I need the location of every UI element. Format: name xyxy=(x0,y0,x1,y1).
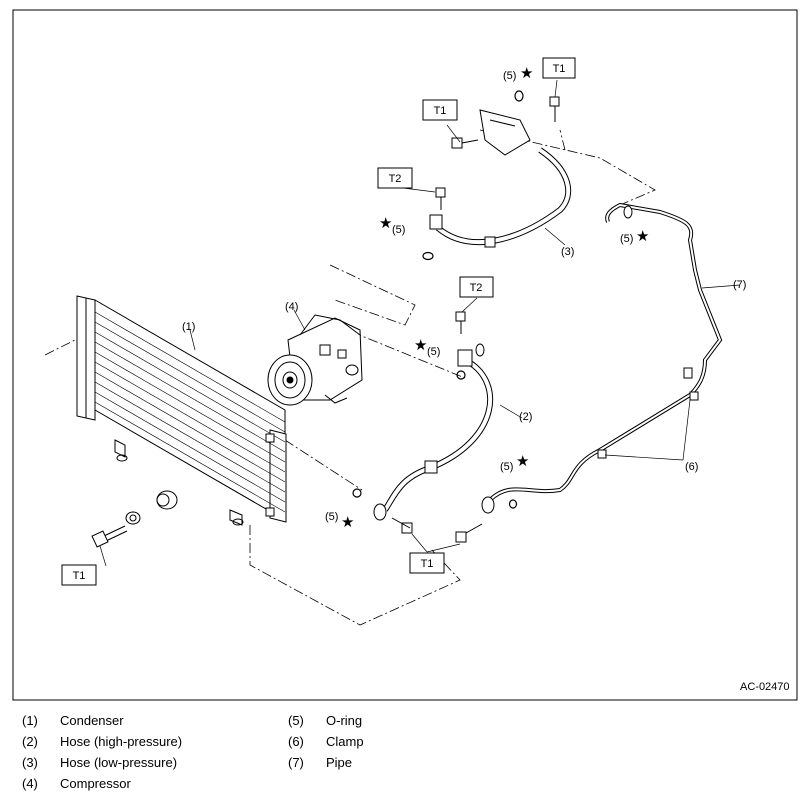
legend-item: (5) O-ring xyxy=(288,712,362,730)
legend-number: (7) xyxy=(288,755,304,770)
clamps xyxy=(597,367,699,459)
legend-item: (1) Condenser xyxy=(22,712,124,730)
star-icon: ★ xyxy=(379,214,392,232)
callout-5-top: (5) xyxy=(503,70,516,82)
tag-t1-condenser: T1 xyxy=(73,570,86,582)
legend-number: (3) xyxy=(22,755,38,770)
tag-t1-top-left: T1 xyxy=(434,105,447,117)
compressor xyxy=(267,314,363,406)
legend-number: (5) xyxy=(288,713,304,728)
condenser xyxy=(76,295,287,526)
hose-high-pressure xyxy=(373,343,494,521)
legend-item: (7) Pipe xyxy=(288,754,352,772)
legend-number: (6) xyxy=(288,734,304,749)
callouts: (1) (4) (3) (2) (7) (6) (5) ★ ★ (5) (5) … xyxy=(182,64,746,531)
star-icon: ★ xyxy=(341,513,354,531)
ac-parts-diagram: T1 T1 T2 T2 T1 T1 (1) (4) (3) (2) (7) (6… xyxy=(12,9,798,701)
legend-label: O-ring xyxy=(326,713,363,728)
bolts xyxy=(391,96,560,543)
legend-item: (4) Compressor xyxy=(22,775,131,793)
legend-label: Hose (high-pressure) xyxy=(60,734,183,749)
star-icon: ★ xyxy=(516,452,529,470)
star-icon: ★ xyxy=(520,64,533,82)
legend-item: (3) Hose (low-pressure) xyxy=(22,754,177,772)
tag-t1-bottom: T1 xyxy=(421,558,434,570)
hose-low-pressure xyxy=(429,109,572,248)
legend-number: (2) xyxy=(22,734,38,749)
tag-t1-top-right: T1 xyxy=(553,63,566,75)
legend-label: Condenser xyxy=(60,713,124,728)
callout-3: (3) xyxy=(561,246,574,258)
torque-tags: T1 T1 T2 T2 T1 T1 xyxy=(61,57,576,586)
star-icon: ★ xyxy=(414,336,427,354)
callout-5-lower-left: (5) xyxy=(325,511,338,523)
legend-number: (1) xyxy=(22,713,38,728)
legend-number: (4) xyxy=(22,776,38,791)
callout-4: (4) xyxy=(285,301,298,313)
tag-t2-lower: T2 xyxy=(470,282,483,294)
callout-5-lower-right: (5) xyxy=(500,461,513,473)
pipe xyxy=(481,202,723,514)
legend-item: (2) Hose (high-pressure) xyxy=(22,733,182,751)
leader-lines xyxy=(99,79,741,567)
legend-label: Compressor xyxy=(60,776,131,791)
figure-code: AC-02470 xyxy=(740,681,790,693)
legend-label: Clamp xyxy=(326,734,364,749)
o-rings xyxy=(352,90,524,509)
diagram-frame xyxy=(12,9,798,701)
condenser-mount xyxy=(91,490,178,548)
legend-label: Pipe xyxy=(326,755,353,770)
callout-2: (2) xyxy=(519,411,532,423)
legend: (1) Condenser (2) Hose (high-pressure) (3)… xyxy=(0,706,807,800)
callout-6: (6) xyxy=(685,461,698,473)
callout-1: (1) xyxy=(182,321,195,333)
tag-t2-upper: T2 xyxy=(389,173,402,185)
callout-5-pipe-end: (5) xyxy=(620,233,633,245)
callout-5-upper-left: (5) xyxy=(392,224,405,236)
star-icon: ★ xyxy=(636,227,649,245)
callout-5-compressor: (5) xyxy=(427,346,440,358)
callout-7: (7) xyxy=(733,279,746,291)
legend-label: Hose (low-pressure) xyxy=(60,755,178,770)
legend-item: (6) Clamp xyxy=(288,733,364,751)
